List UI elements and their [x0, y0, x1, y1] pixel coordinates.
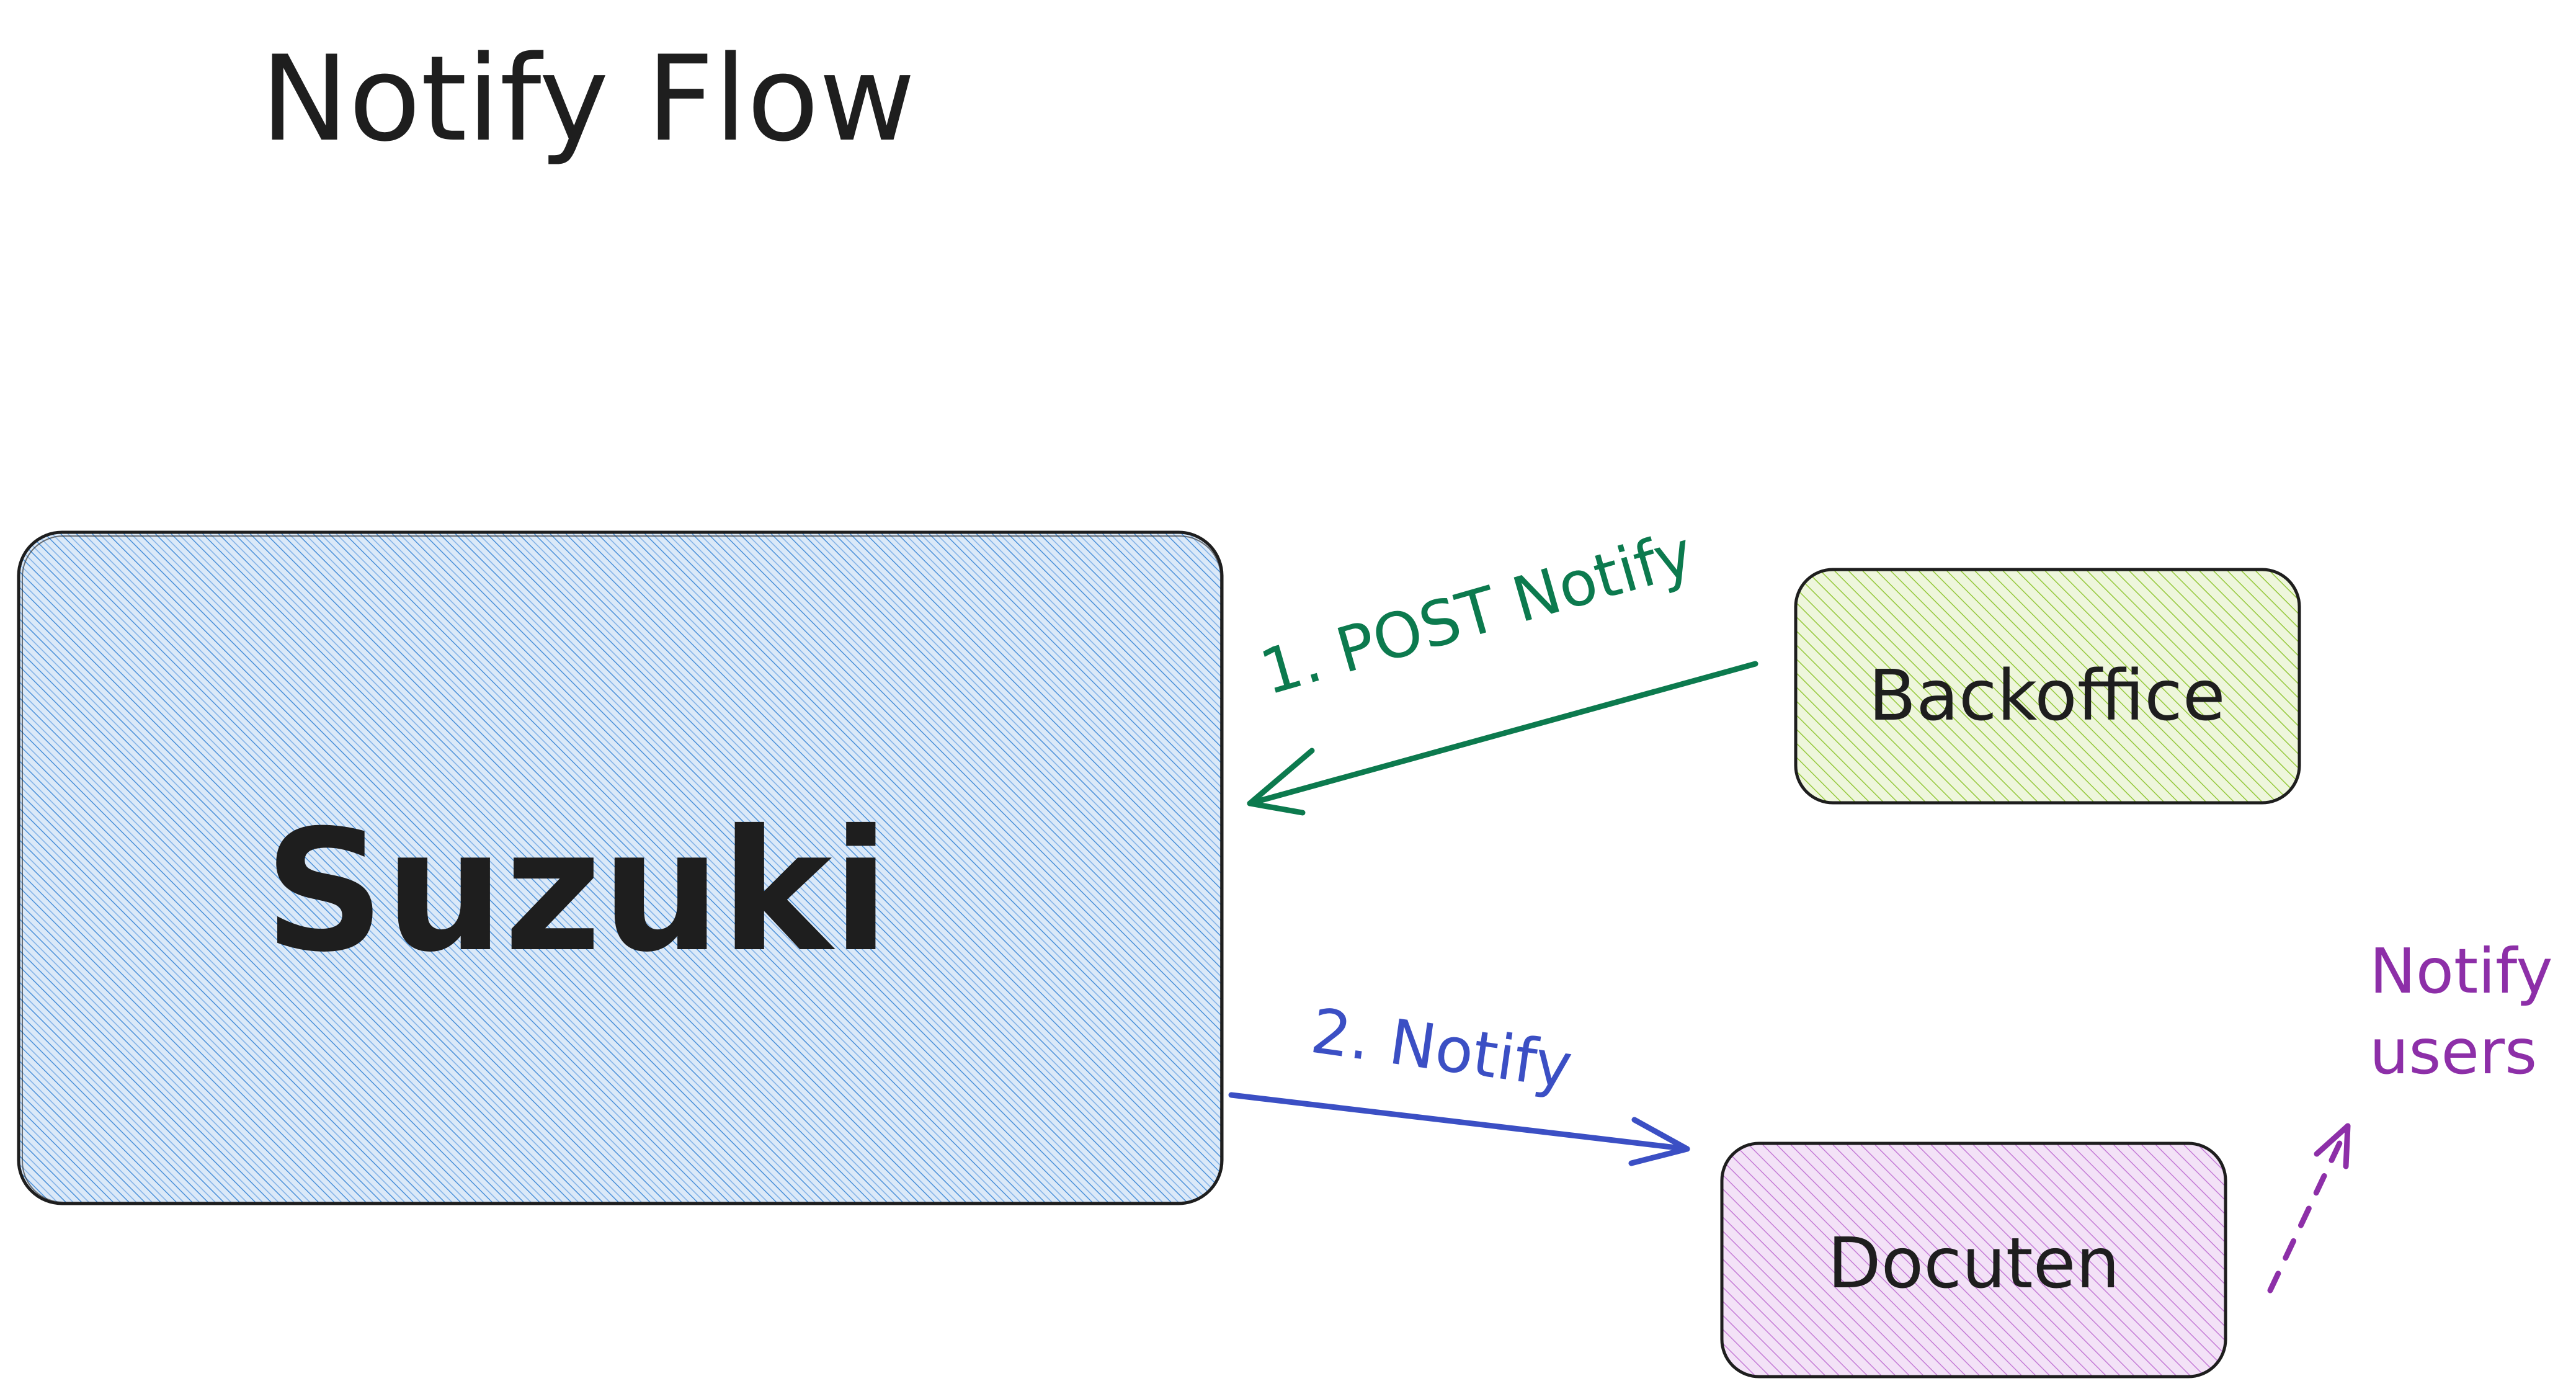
- node-backoffice[interactable]: Backoffice: [1794, 568, 2301, 805]
- notify-users-label-line2: users: [2369, 1016, 2537, 1088]
- notify-arrowhead: [1628, 1117, 1690, 1166]
- docuten-box: [1720, 1142, 2227, 1378]
- notify-label: 2. Notify: [1307, 994, 1577, 1103]
- node-suzuki[interactable]: Suzuki: [17, 530, 1224, 1205]
- notify-users-arrowhead: [2314, 1123, 2351, 1169]
- suzuki-label: Suzuki: [264, 793, 889, 989]
- node-docuten[interactable]: Docuten: [1720, 1142, 2227, 1378]
- backoffice-label: Backoffice: [1868, 656, 2225, 736]
- notify-arrow-line: [1228, 1092, 1690, 1152]
- notify-users-arrow-line: [2267, 1123, 2351, 1293]
- suzuki-box: [17, 530, 1224, 1205]
- backoffice-box: [1794, 568, 2301, 805]
- post-notify-arrow-line: [1247, 661, 1758, 806]
- edge-notify-users[interactable]: Notify users: [2267, 935, 2553, 1293]
- diagram-title: Notify Flow: [261, 30, 916, 168]
- post-notify-label: 1. POST Notify: [1252, 517, 1701, 709]
- edge-post-notify[interactable]: 1. POST Notify: [1247, 517, 1758, 816]
- post-notify-arrowhead: [1247, 748, 1315, 816]
- docuten-label: Docuten: [1827, 1223, 2119, 1304]
- edge-notify[interactable]: 2. Notify: [1228, 994, 1690, 1166]
- notify-users-label-line1: Notify: [2369, 935, 2553, 1008]
